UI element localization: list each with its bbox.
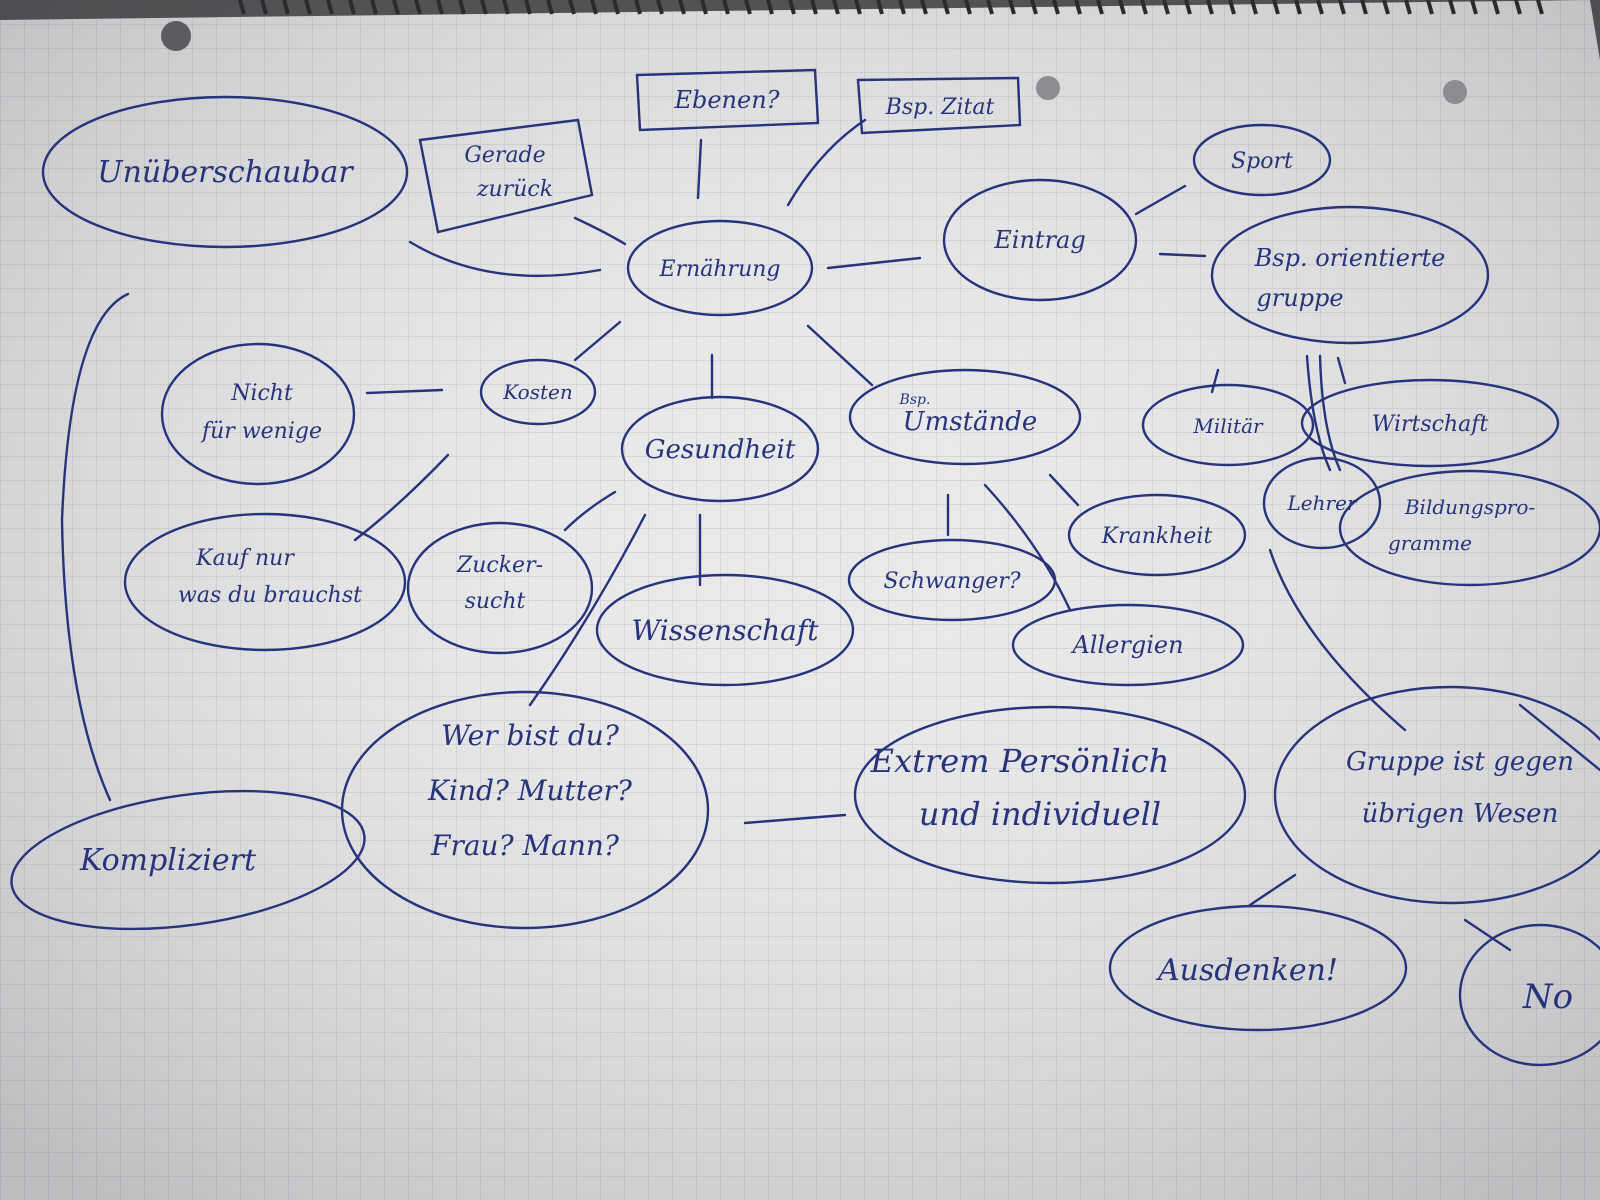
connector: [408, 240, 602, 278]
connector: [1463, 918, 1512, 952]
node-gerade-zurueck: Gerade zurück: [418, 118, 594, 234]
node-label: zurück: [476, 177, 553, 202]
node-no: No: [1458, 923, 1600, 1067]
connector: [696, 138, 703, 200]
node-label: Gesundheit: [645, 435, 796, 465]
node-label: Gerade: [464, 143, 545, 168]
connector: [1305, 354, 1332, 472]
node-wirtschaft: Wirtschaft: [1300, 378, 1560, 468]
node-umstaende: Bsp. Umstände: [848, 368, 1082, 466]
node-label: Bsp. Zitat: [885, 95, 995, 120]
node-label: sucht: [465, 589, 526, 614]
node-militaer: Militär: [1141, 383, 1315, 467]
node-label: Kind? Mutter?: [427, 774, 633, 807]
connector: [826, 256, 922, 270]
node-label: was du brauchst: [178, 583, 362, 608]
connector: [353, 453, 450, 542]
punch-hole: [161, 21, 191, 51]
node-label: Kosten: [502, 380, 572, 404]
node-wer-bist-du: Wer bist du? Kind? Mutter? Frau? Mann?: [340, 690, 710, 930]
node-label: Ernährung: [659, 257, 781, 282]
node-label: Frau? Mann?: [430, 829, 620, 862]
node-nicht-fuer-wenige: Nicht für wenige: [160, 342, 356, 486]
connector: [786, 118, 867, 207]
punch-hole: [1036, 76, 1060, 100]
connector: [1518, 703, 1600, 772]
node-label: Kompliziert: [79, 843, 257, 878]
node-kompliziert: Kompliziert: [10, 789, 366, 931]
node-label: übrigen Wesen: [1362, 799, 1559, 829]
node-label: Gruppe ist gegen: [1346, 747, 1574, 777]
node-label: Militär: [1192, 414, 1264, 438]
connectors: [60, 118, 1600, 952]
connector: [743, 813, 847, 825]
connector: [806, 324, 874, 387]
node-label: Wirtschaft: [1372, 412, 1489, 437]
node-eintrag: Eintrag: [942, 178, 1138, 302]
node-label: Wer bist du?: [441, 719, 620, 752]
node-allergien: Allergien: [1011, 603, 1245, 687]
node-sport: Sport: [1192, 123, 1332, 197]
connector: [365, 388, 444, 395]
node-ernaehrung: Ernährung: [626, 219, 814, 317]
node-wissenschaft: Wissenschaft: [595, 573, 855, 687]
node-kosten: Kosten: [479, 358, 597, 426]
node-label: Bildungspro-: [1404, 495, 1536, 519]
node-label: No: [1522, 977, 1573, 1017]
connector: [1248, 873, 1297, 907]
punch-hole: [1443, 80, 1467, 104]
connector: [60, 292, 130, 802]
node-label: Sport: [1231, 149, 1293, 174]
connector: [1210, 368, 1220, 394]
node-label: Bsp.: [899, 392, 931, 408]
node-label: Schwanger?: [883, 569, 1020, 594]
node-bildungsprogramme: Bildungspro- gramme: [1338, 469, 1600, 587]
node-label: Zucker-: [456, 553, 543, 578]
connector: [1336, 356, 1347, 385]
node-label: Allergien: [1070, 631, 1183, 659]
connector: [1318, 354, 1342, 472]
node-label: und individuell: [919, 795, 1161, 833]
node-label: Kauf nur: [195, 546, 295, 571]
node-label: Bsp. orientierte: [1254, 244, 1446, 272]
node-krankheit: Krankheit: [1067, 493, 1247, 577]
node-label: Krankheit: [1101, 524, 1213, 549]
connector: [563, 490, 617, 532]
connector: [983, 483, 1072, 612]
node-ausdenken: Ausdenken!: [1108, 904, 1408, 1032]
node-unueberschaubar: Unüberschaubar: [41, 95, 409, 249]
node-zucker: Zucker- sucht: [406, 521, 594, 655]
connector: [1048, 473, 1080, 507]
node-ebenen: Ebenen?: [635, 68, 820, 132]
node-kauf: Kauf nur was du brauchst: [123, 512, 407, 652]
node-orientierte-gruppe: Bsp. orientierte gruppe: [1210, 205, 1490, 345]
node-gruppe: Gruppe ist gegen übrigen Wesen: [1273, 685, 1600, 905]
node-label: Extrem Persönlich: [870, 742, 1170, 780]
node-label: gruppe: [1256, 284, 1343, 312]
node-label: gramme: [1388, 531, 1472, 555]
node-label: Ebenen?: [673, 86, 779, 114]
connector: [1134, 184, 1187, 216]
node-label: für wenige: [200, 419, 322, 444]
node-label: Nicht: [230, 381, 293, 406]
spiral-binding: [238, 0, 1544, 15]
node-schwanger: Schwanger?: [847, 538, 1057, 622]
connector: [1158, 252, 1207, 258]
node-label: Umstände: [903, 407, 1038, 437]
connector: [573, 320, 622, 362]
node-gesundheit: Gesundheit: [620, 395, 820, 503]
node-label: Ausdenken!: [1155, 953, 1338, 988]
connector: [1268, 548, 1407, 732]
node-bsp-zitat: Bsp. Zitat: [856, 76, 1022, 135]
node-label: Wissenschaft: [632, 614, 820, 647]
connector: [528, 513, 647, 707]
connector: [573, 216, 627, 246]
node-extrem: Extrem Persönlich und individuell: [853, 705, 1247, 885]
node-label: Unüberschaubar: [97, 155, 354, 190]
node-label: Eintrag: [993, 226, 1085, 254]
node-label: Lehrer: [1287, 491, 1358, 515]
